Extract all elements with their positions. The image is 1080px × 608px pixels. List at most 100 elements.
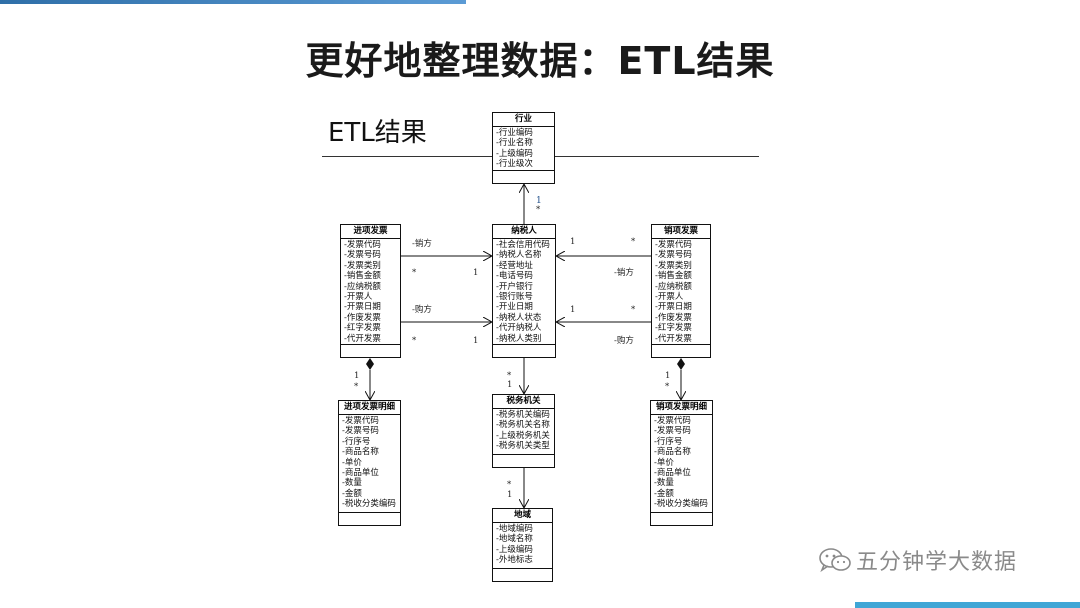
- card-sales-buyer-many: *: [631, 305, 636, 315]
- role-sales-buyer: -购方: [614, 335, 634, 346]
- attribute-item: -行序号: [342, 436, 371, 447]
- attribute-item: -开票人: [655, 292, 684, 303]
- composition-diamond-sales: [677, 358, 685, 370]
- attribute-item: -应纳税额: [344, 281, 381, 292]
- entity-purchase-invoice: 进项发票 -发票代码-发票号码-发票类别-销售金额-应纳税额-开票人-开票日期-…: [340, 224, 401, 358]
- entity-purchase-detail: 进项发票明细 -发票代码-发票号码-行序号-商品名称-单价-商品单位-数量-金额…: [338, 400, 401, 526]
- card-purchase-detail-one: 1: [354, 371, 359, 381]
- entity-region-title: 地域: [493, 509, 552, 523]
- entity-sales-invoice: 销项发票 -发票代码-发票号码-发票类别-销售金额-应纳税额-开票人-开票日期-…: [651, 224, 711, 358]
- attribute-item: -税收分类编码: [342, 499, 396, 510]
- bottom-accent-bar: [855, 602, 1080, 608]
- card-purchase-buyer-many: *: [412, 336, 417, 346]
- attribute-item: -纳税人名称: [496, 250, 542, 261]
- entity-purchase-detail-attrs: -发票代码-发票号码-行序号-商品名称-单价-商品单位-数量-金额-税收分类编码: [339, 415, 400, 511]
- composition-diamond-purchase: [366, 358, 374, 370]
- role-sales-seller: -销方: [614, 267, 634, 278]
- attribute-item: -发票号码: [654, 426, 691, 437]
- attribute-item: -纳税人类别: [496, 333, 542, 344]
- attribute-item: -应纳税额: [655, 281, 692, 292]
- card-sales-seller-one: 1: [570, 237, 575, 247]
- entity-purchase-detail-title: 进项发票明细: [339, 401, 400, 415]
- attribute-item: -发票号码: [655, 250, 692, 261]
- wechat-icon: [818, 547, 852, 573]
- attribute-item: -开户银行: [496, 281, 533, 292]
- card-taxpayer-authority-one: 1: [507, 380, 512, 390]
- attribute-item: -单价: [342, 457, 362, 468]
- attribute-item: -商品单位: [342, 468, 379, 479]
- attribute-item: -税收分类编码: [654, 499, 708, 510]
- attribute-item: -发票类别: [655, 260, 692, 271]
- attribute-item: -商品单位: [654, 468, 691, 479]
- role-purchase-buyer: -购方: [412, 304, 432, 315]
- entity-tax-authority-attrs: -税务机关编码-税务机关名称-上级税务机关-税务机关类型: [493, 409, 554, 453]
- attribute-item: -发票号码: [344, 250, 381, 261]
- attribute-item: -金额: [654, 488, 674, 499]
- card-taxpayer-authority-many: *: [507, 371, 512, 381]
- entity-purchase-invoice-attrs: -发票代码-发票号码-发票类别-销售金额-应纳税额-开票人-开票日期-作废发票-…: [341, 239, 400, 345]
- attribute-item: -银行账号: [496, 292, 533, 303]
- attribute-item: -地域编码: [496, 524, 533, 534]
- attribute-item: -数量: [342, 478, 362, 489]
- card-purchase-buyer-one: 1: [473, 336, 478, 346]
- attribute-item: -代开发票: [344, 333, 381, 344]
- attribute-item: -税务机关名称: [496, 420, 550, 431]
- attribute-item: -作废发票: [344, 312, 381, 323]
- attribute-item: -销售金额: [344, 271, 381, 282]
- attribute-item: -税务机关类型: [496, 441, 550, 452]
- attribute-item: -发票代码: [344, 240, 381, 250]
- attribute-item: -外地标志: [496, 555, 533, 566]
- entity-sales-detail-title: 销项发票明细: [651, 401, 712, 415]
- entity-purchase-invoice-title: 进项发票: [341, 225, 400, 239]
- entity-sales-detail-attrs: -发票代码-发票号码-行序号-商品名称-单价-商品单位-数量-金额-税收分类编码: [651, 415, 712, 511]
- watermark: 五分钟学大数据: [818, 544, 1017, 576]
- attribute-item: -发票代码: [655, 240, 692, 250]
- attribute-item: -电话号码: [496, 271, 533, 282]
- section-title: ETL结果: [328, 118, 427, 148]
- entity-region: 地域 -地域编码-地域名称-上级编码-外地标志: [492, 508, 553, 582]
- attribute-item: -发票类别: [344, 260, 381, 271]
- attribute-item: -行业级次: [496, 159, 533, 170]
- card-sales-buyer-one: 1: [570, 305, 575, 315]
- entity-sales-invoice-attrs: -发票代码-发票号码-发票类别-销售金额-应纳税额-开票人-开票日期-作废发票-…: [652, 239, 710, 345]
- role-purchase-seller: -销方: [412, 238, 432, 249]
- attribute-item: -作废发票: [655, 312, 692, 323]
- page-title: 更好地整理数据：ETL结果: [305, 39, 775, 83]
- card-authority-region-many: *: [507, 480, 512, 490]
- card-purchase-seller-one: 1: [473, 268, 478, 278]
- attribute-item: -上级税务机关: [496, 430, 550, 441]
- attribute-item: -销售金额: [655, 271, 692, 282]
- entity-taxpayer: 纳税人 -社会信用代码-纳税人名称-经营地址-电话号码-开户银行-银行账号-开业…: [492, 224, 556, 358]
- attribute-item: -经营地址: [496, 260, 533, 271]
- attribute-item: -税务机关编码: [496, 410, 550, 420]
- card-taxpayer-industry-many: *: [536, 205, 541, 215]
- attribute-item: -行业名称: [496, 138, 533, 149]
- entity-taxpayer-title: 纳税人: [493, 225, 555, 239]
- attribute-item: -开业日期: [496, 302, 533, 313]
- attribute-item: -发票号码: [342, 426, 379, 437]
- card-sales-detail-many: *: [665, 382, 670, 392]
- attribute-item: -代开纳税人: [496, 323, 542, 334]
- entity-sales-detail: 销项发票明细 -发票代码-发票号码-行序号-商品名称-单价-商品单位-数量-金额…: [650, 400, 713, 526]
- top-accent-bar: [0, 0, 466, 4]
- attribute-item: -数量: [654, 478, 674, 489]
- entity-taxpayer-attrs: -社会信用代码-纳税人名称-经营地址-电话号码-开户银行-银行账号-开业日期-纳…: [493, 239, 555, 345]
- attribute-item: -红字发票: [344, 323, 381, 334]
- attribute-item: -地域名称: [496, 534, 533, 545]
- card-authority-region-one: 1: [507, 490, 512, 500]
- attribute-item: -开票人: [344, 292, 373, 303]
- attribute-item: -红字发票: [655, 323, 692, 334]
- card-taxpayer-industry-one: 1: [536, 196, 542, 206]
- card-purchase-seller-many: *: [412, 268, 417, 278]
- attribute-item: -发票代码: [654, 416, 691, 426]
- card-purchase-detail-many: *: [354, 382, 359, 392]
- attribute-item: -开票日期: [655, 302, 692, 313]
- entity-industry: 行业 -行业编码-行业名称-上级编码-行业级次: [492, 112, 555, 184]
- attribute-item: -纳税人状态: [496, 312, 542, 323]
- watermark-text: 五分钟学大数据: [856, 550, 1018, 575]
- card-sales-detail-one: 1: [665, 371, 670, 381]
- attribute-item: -发票代码: [342, 416, 379, 426]
- entity-industry-attrs: -行业编码-行业名称-上级编码-行业级次: [493, 127, 554, 171]
- attribute-item: -上级编码: [496, 148, 533, 159]
